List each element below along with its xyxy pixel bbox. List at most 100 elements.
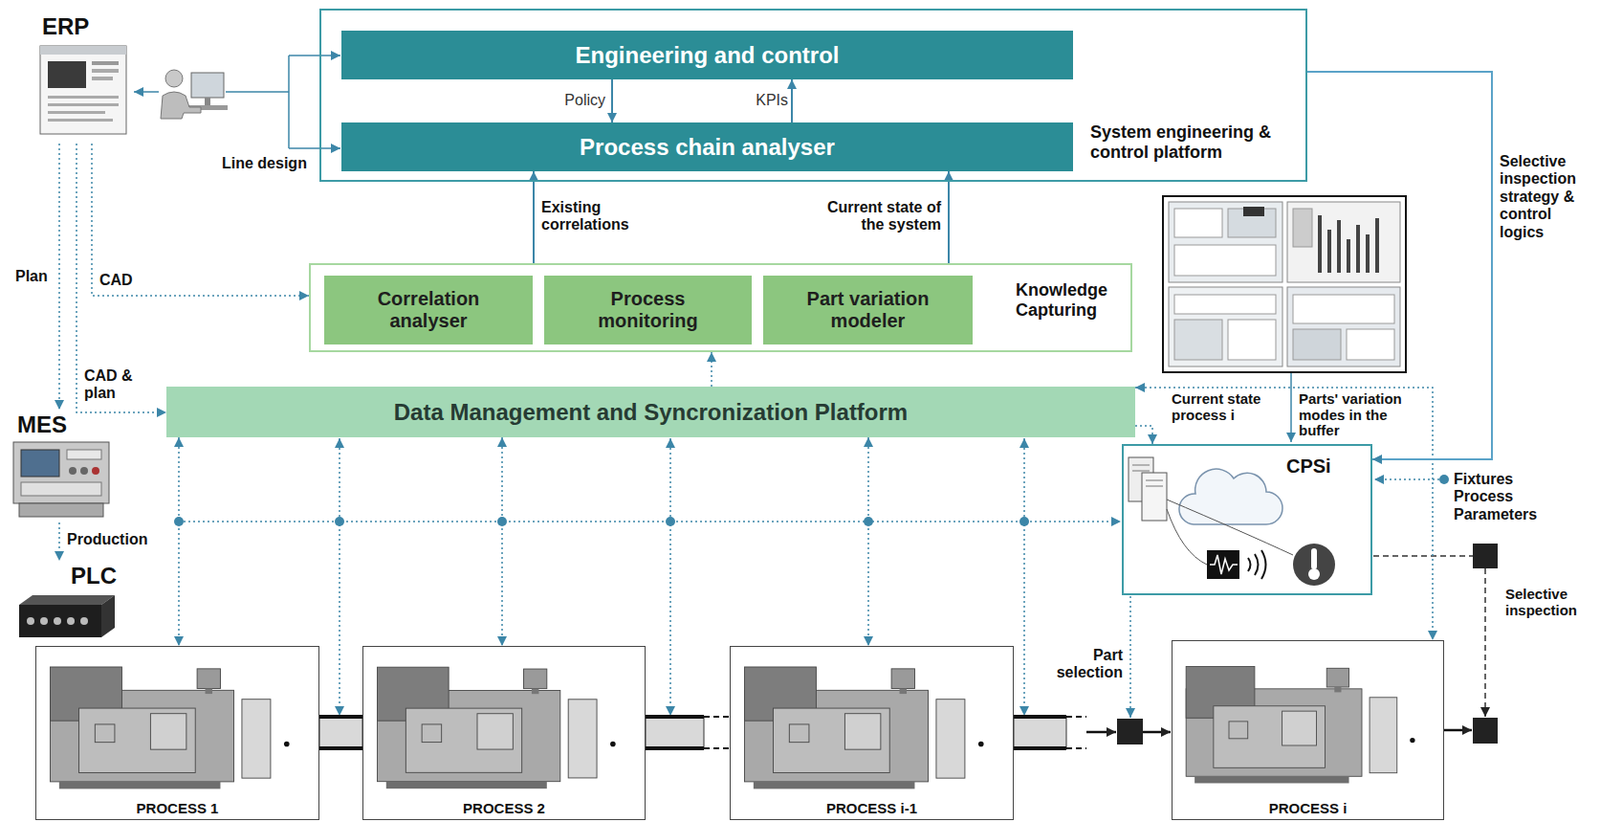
label-anchor: CAD & plan bbox=[84, 367, 142, 403]
node-label: MES bbox=[17, 411, 67, 439]
buffer-data-link bbox=[1023, 438, 1026, 716]
screenshot-pane bbox=[1168, 201, 1283, 283]
selective-inspection-line bbox=[1484, 568, 1487, 717]
connector-arrow bbox=[1135, 387, 1433, 640]
buffer-rail-dashed bbox=[1066, 716, 1087, 748]
user-monitor bbox=[191, 72, 224, 98]
annotation-label: Parts' variation modes in the buffer bbox=[1298, 391, 1428, 439]
sensor-link bbox=[1166, 508, 1207, 565]
edge-label: Policy bbox=[557, 91, 606, 110]
browser-header bbox=[40, 45, 127, 55]
plc-port bbox=[53, 616, 62, 625]
screenshot-pane bbox=[1287, 286, 1401, 367]
node-label: Part variation modeler bbox=[796, 287, 941, 332]
label-anchor: Fixtures Process Parameters bbox=[1453, 470, 1550, 524]
browser-line bbox=[91, 61, 119, 66]
flow-arrow bbox=[1086, 730, 1117, 734]
edge-label: Existing correlations bbox=[541, 198, 652, 235]
screenshot-detail bbox=[1174, 294, 1276, 314]
cps-box: CPSi bbox=[1121, 443, 1373, 595]
edge-label: Current state of the system bbox=[805, 198, 942, 235]
edge-label: CAD & plan bbox=[84, 367, 142, 403]
node-label: CPSi bbox=[1286, 455, 1332, 478]
user-head bbox=[165, 69, 183, 88]
mes-system: MES bbox=[9, 409, 115, 523]
screenshot-detail bbox=[1243, 206, 1265, 217]
connector-arrow bbox=[532, 171, 535, 264]
node-label: PROCESS 2 bbox=[462, 799, 546, 816]
browser-image bbox=[47, 61, 87, 88]
plc-top bbox=[19, 594, 115, 605]
annotation-label: Fixtures Process Parameters bbox=[1453, 470, 1550, 524]
platform-bar: Data Management and Syncronization Platf… bbox=[166, 386, 1136, 438]
connector-arrow bbox=[177, 437, 180, 646]
label-anchor: Selective inspection strategy & control … bbox=[1499, 153, 1596, 242]
knowledge-frame: Knowledge CapturingCorrelation analyserP… bbox=[308, 263, 1133, 352]
user-body bbox=[160, 91, 201, 119]
buffer-data-link bbox=[669, 438, 672, 716]
screenshot-detail bbox=[1293, 294, 1395, 324]
machine-illustration bbox=[49, 666, 296, 789]
label-anchor: Policy bbox=[557, 91, 606, 110]
module-box: Correlation analyser bbox=[324, 275, 533, 345]
node-label: Data Management and Syncronization Platf… bbox=[394, 398, 908, 426]
part-selection-line bbox=[1129, 595, 1132, 718]
connector-arrow bbox=[867, 437, 870, 646]
user-icon bbox=[160, 69, 228, 119]
variation-modes-arrow bbox=[1290, 372, 1293, 442]
node-label: Process chain analyser bbox=[579, 133, 835, 161]
annotation-label: Selective inspection bbox=[1505, 585, 1594, 619]
connector-arrow bbox=[58, 522, 61, 561]
screenshot-frame bbox=[1162, 196, 1406, 373]
selection-station bbox=[1117, 718, 1143, 745]
node-label: Knowledge Capturing bbox=[1015, 280, 1125, 320]
connector-arrow bbox=[611, 79, 614, 123]
annotation-label: Part selection bbox=[1046, 646, 1123, 682]
label-anchor: Production bbox=[66, 530, 163, 548]
plc-side bbox=[101, 594, 115, 637]
connector-arrow bbox=[501, 437, 504, 646]
control-dashed-line bbox=[1373, 554, 1473, 557]
buffer-rail-dashed bbox=[703, 716, 730, 748]
label-anchor: Current state of the system bbox=[805, 198, 942, 235]
connector-arrow bbox=[710, 351, 713, 387]
browser-line bbox=[47, 118, 113, 122]
connector-arrow bbox=[947, 171, 950, 264]
node-label: PROCESS i-1 bbox=[826, 799, 918, 816]
plc-device: PLC bbox=[13, 560, 129, 642]
process-box: PROCESS 1 bbox=[35, 645, 320, 820]
buffer-data-link bbox=[338, 438, 341, 716]
label-anchor: Line design bbox=[221, 154, 318, 173]
label-anchor: Existing correlations bbox=[541, 198, 652, 235]
thermometer bbox=[1311, 547, 1317, 570]
machine-illustration bbox=[1185, 666, 1422, 784]
temperature-icon bbox=[1293, 543, 1336, 586]
screenshot-pane bbox=[1287, 201, 1401, 283]
fixtures-arrow bbox=[1374, 478, 1440, 481]
buffer-rail bbox=[1013, 716, 1067, 748]
node-label: Engineering and control bbox=[574, 42, 839, 69]
screenshot-detail bbox=[1174, 244, 1276, 276]
edge-label: KPIs bbox=[749, 91, 789, 110]
label-anchor: Part selection bbox=[1046, 646, 1123, 682]
mes-base bbox=[19, 503, 104, 517]
acoustic-waves bbox=[1248, 549, 1267, 579]
node-label: ERP bbox=[42, 13, 89, 41]
vibration-wave bbox=[1209, 554, 1238, 574]
connector-arrow bbox=[790, 79, 793, 123]
browser-line bbox=[91, 76, 113, 81]
inspection-station bbox=[1472, 717, 1498, 744]
edge-label: Plan bbox=[15, 267, 54, 285]
sensor-link bbox=[1166, 499, 1294, 555]
label-anchor: Plan bbox=[15, 267, 54, 285]
inspection-station bbox=[1472, 543, 1498, 569]
module-box: Process monitoring bbox=[544, 275, 752, 345]
function-bar: Process chain analyser bbox=[341, 122, 1074, 172]
module-box: Part variation modeler bbox=[763, 275, 973, 345]
machine-illustration bbox=[376, 666, 622, 789]
user-monitor-stand bbox=[204, 97, 211, 106]
screenshot-detail bbox=[1293, 328, 1341, 360]
screenshot-detail bbox=[1293, 208, 1313, 247]
mes-icon bbox=[13, 441, 110, 517]
